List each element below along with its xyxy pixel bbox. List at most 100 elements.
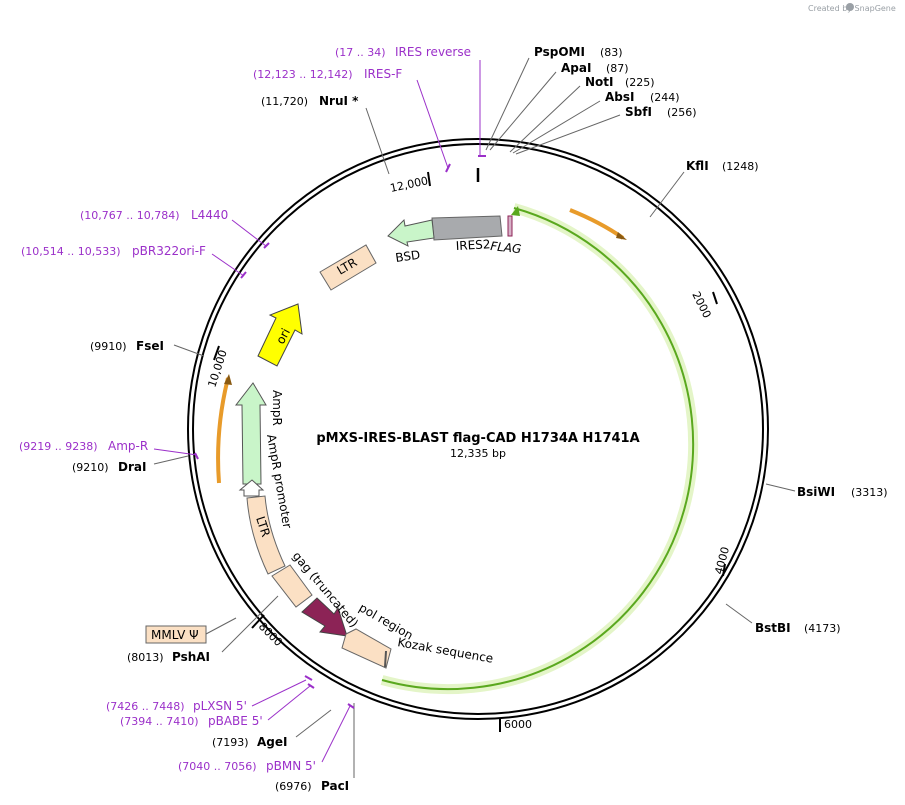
enzyme-site-kfli[interactable]: KflI (1248) [649,159,759,218]
enzyme-site-agei[interactable]: AgeI (7193) [212,709,332,749]
primer-ires-f[interactable]: (12,123 .. 12,142) IRES-F [253,67,451,173]
flag-label: FLAG [490,239,522,256]
ltr-top-feature[interactable] [319,244,377,291]
enzyme-site-nrui[interactable]: NruI * (11,720) [261,94,390,175]
enzyme-name: PspOMI [534,45,585,59]
cad-feature-arc[interactable] [381,207,695,691]
bsd-label: BSD [394,248,421,265]
enzyme-pos: (87) [606,62,629,75]
ires2-feature[interactable] [431,215,503,241]
enzyme-pos: (9910) [90,340,127,353]
enzyme-pos: (4173) [804,622,841,635]
enzyme-site-apai[interactable]: ApaI (87) [489,61,629,151]
primer-pbr322ori-f[interactable]: (10,514 .. 10,533) pBR322ori-F [21,244,247,279]
enzyme-pos: (225) [625,76,655,89]
cad-feature-fill[interactable] [380,203,699,695]
primer-pos: (10,767 .. 10,784) [80,209,180,222]
tick-label-8000: 8000 [256,620,285,649]
primer-name: L4440 [191,208,228,222]
enzyme-site-bstbi[interactable]: BstBI (4173) [725,603,841,635]
enzyme-pos: (7193) [212,736,249,749]
primer-pos: (7426 .. 7448) [106,700,185,713]
ampr-label: AmpR [270,390,284,426]
primer-pos: (12,123 .. 12,142) [253,68,353,81]
primer-pbmn-5[interactable]: (7040 .. 7056) pBMN 5' [178,703,355,773]
ltr-bottom-label: LTR [253,515,273,539]
primer-name: pBMN 5' [266,759,316,773]
enzyme-name: FseI [136,339,164,353]
primer-pos: (9219 .. 9238) [19,440,98,453]
enzyme-site-sbfi[interactable]: SbfI (256) [515,105,697,155]
enzyme-name: AgeI [257,735,287,749]
primer-pos: (7040 .. 7056) [178,760,257,773]
enzyme-name: ApaI [561,61,591,75]
enzyme-pos: (244) [650,91,680,104]
enzyme-name: PshAI [172,650,210,664]
primer-name: pBABE 5' [208,714,263,728]
primer-l4440[interactable]: (10,767 .. 10,784) L4440 [80,208,270,249]
enzyme-name: DraI [118,460,146,474]
enzyme-site-absi[interactable]: AbsI (244) [512,90,680,154]
orange-arc-left[interactable] [216,377,230,484]
tick-label-12000: 12,000 [389,174,429,195]
enzyme-pos: (8013) [127,651,164,664]
primer-name: IRES reverse [395,45,471,59]
tick-label-4000: 4000 [712,545,732,575]
enzyme-name: BstBI [755,621,791,635]
mmlv-psi-box[interactable] [145,625,207,644]
enzyme-name: NotI [585,75,614,89]
primer-amp-r[interactable]: (9219 .. 9238) Amp-R [19,439,199,460]
enzyme-pos: (1248) [722,160,759,173]
mmlv-psi-label: MMLV Ψ [151,628,199,642]
backbone-outer [187,138,769,720]
ampr-promoter-feature[interactable] [238,479,265,497]
enzyme-name: BsiWI [797,485,835,499]
enzyme-pos: (3313) [851,486,888,499]
bsd-feature[interactable] [387,218,435,247]
snapgene-logo-icon [846,3,854,11]
primer-plxsn-5[interactable]: (7426 .. 7448) pLXSN 5' [106,675,313,713]
enzyme-pos: (6976) [275,780,312,793]
ampr-feature[interactable] [234,382,267,485]
enzyme-name: SbfI [625,105,652,119]
primer-name: pLXSN 5' [193,699,247,713]
enzyme-name: AbsI [605,90,634,104]
gag-light-feature[interactable] [271,564,313,608]
plasmid-name: pMXS-IRES-BLAST flag-CAD H1734A H1741A [316,431,639,446]
enzyme-site-fsei[interactable]: FseI (9910) [90,339,205,357]
enzyme-site-paci[interactable]: PacI (6976) [275,703,355,793]
primer-name: IRES-F [364,67,402,81]
enzyme-site-pspomi[interactable]: PspOMI (83) [485,45,623,151]
ori-feature[interactable] [257,303,303,367]
enzyme-site-drai[interactable]: DraI (9210) [72,455,189,474]
gag-dark-feature[interactable] [301,597,348,637]
enzyme-name: NruI * [319,94,359,108]
primer-name: Amp-R [108,439,148,453]
ampr-promoter-label: AmpR promoter [264,433,294,529]
primer-ires-reverse[interactable]: (17 .. 34) IRES reverse [335,45,486,157]
ires2-label: IRES2 [455,237,490,253]
enzyme-pos: (9210) [72,461,109,474]
ltr-bottom-feature[interactable] [246,495,286,575]
enzyme-pos: (256) [667,106,697,119]
enzyme-name: PacI [321,779,349,793]
enzyme-pos: (83) [600,46,623,59]
kozak-label: Kozak sequence [396,635,494,666]
primer-pos: (10,514 .. 10,533) [21,245,121,258]
kozak-feature[interactable] [384,650,387,668]
flag-feature[interactable] [507,215,513,237]
ori-label: ori [273,326,293,346]
enzyme-name: KflI [686,159,709,173]
enzyme-site-bsiwi[interactable]: BsiWI (3313) [765,483,888,499]
primer-pos: (7394 .. 7410) [120,715,199,728]
enzyme-site-pshai[interactable]: PshAI (8013) [127,595,279,664]
backbone-inner [192,143,764,715]
primer-name: pBR322ori-F [132,244,206,258]
enzyme-site-noti[interactable]: NotI (225) [509,75,655,153]
tick-label-6000: 6000 [504,718,532,731]
tick-label-2000: 2000 [689,289,713,320]
pol-region-feature[interactable] [341,628,392,669]
primer-pbabe-5[interactable]: (7394 .. 7410) pBABE 5' [120,683,315,728]
